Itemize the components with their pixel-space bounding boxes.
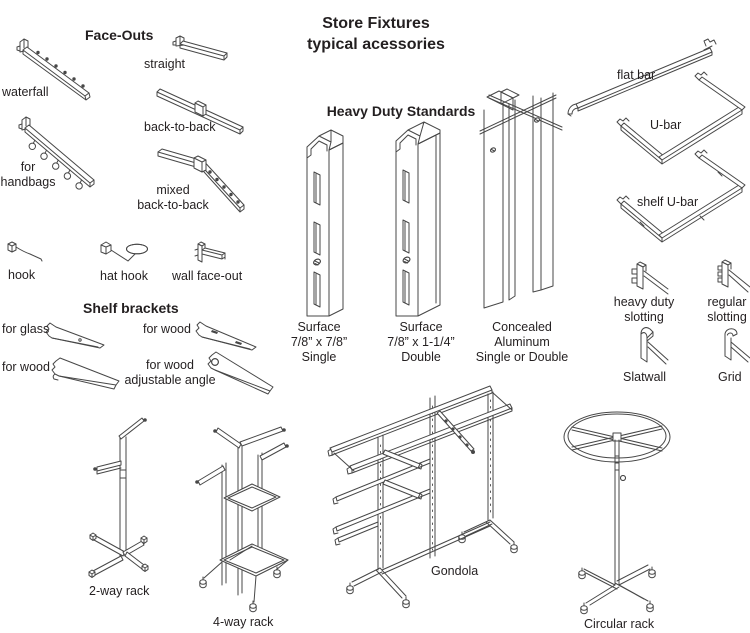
for-glass-bracket-drawing (45, 322, 105, 349)
four-way-rack-drawing (195, 426, 289, 613)
hat-hook-label: hat hook (100, 269, 148, 283)
page-title: Store Fixtures typical acessories (307, 15, 445, 53)
shelf-u-bar-drawing (616, 149, 746, 243)
for-wood-bottom-label: for wood (2, 360, 50, 374)
standard-surface-single-drawing (306, 129, 344, 317)
face-outs-heading: Face-Outs (85, 27, 154, 43)
grid-bracket-drawing (724, 328, 750, 363)
surface-single-label: Surface 7/8” x 7/8” Single (290, 320, 348, 364)
u-bar-drawing (616, 71, 746, 165)
flat-bar-label: flat bar (617, 68, 656, 82)
shelf-u-bar-label: shelf U-bar (637, 195, 699, 209)
standard-concealed-aluminum-drawing (479, 88, 563, 309)
for-glass-label: for glass (2, 322, 50, 336)
back-to-back-label: back-to-back (144, 120, 216, 134)
regular-slotting-label: regular slotting (707, 295, 747, 324)
waterfall-label: waterfall (2, 85, 49, 99)
for-wood-adjustable-label: for wood adjustable angle (124, 358, 216, 387)
hat-hook-drawing (100, 241, 148, 262)
concealed-aluminum-label: Concealed Aluminum Single or Double (475, 320, 569, 364)
for-wood-top-bracket-drawing (195, 321, 257, 351)
waterfall-faceout-drawing (16, 38, 91, 101)
for-handbags-faceout-drawing (18, 116, 95, 190)
for-handbags-label: for handbags (0, 160, 56, 189)
hook-drawing (7, 241, 43, 262)
circular-rack-label: Circular rack (584, 617, 655, 631)
two-way-rack-drawing (88, 417, 149, 578)
hook-label: hook (8, 268, 36, 282)
u-bar-label: U-bar (650, 118, 682, 132)
slatwall-bracket-drawing (640, 327, 669, 365)
heavy-duty-slotting-drawing (631, 261, 669, 295)
flat-bar-drawing (567, 38, 717, 117)
gondola-drawing (327, 385, 518, 609)
for-wood-adjustable-bracket-drawing (207, 351, 274, 395)
slatwall-label: Slatwall (623, 370, 667, 384)
four-way-rack-label: 4-way rack (213, 615, 274, 629)
grid-label: Grid (718, 370, 742, 384)
mixed-back-to-back-label: mixed back-to-back (137, 183, 209, 212)
for-wood-top-label: for wood (143, 322, 191, 336)
standard-surface-double-drawing (395, 121, 441, 317)
straight-label: straight (144, 57, 185, 71)
back-to-back-faceout-drawing (156, 88, 244, 135)
gondola-label: Gondola (431, 564, 479, 578)
wall-face-out-drawing (194, 241, 226, 263)
heavy-duty-slotting-label: heavy duty slotting (613, 295, 675, 324)
wall-face-out-label: wall face-out (172, 269, 243, 283)
circular-rack-drawing (563, 411, 671, 615)
surface-double-label: Surface 7/8” x 1-1/4” Double (387, 320, 455, 364)
straight-faceout-drawing (172, 35, 228, 61)
for-wood-bottom-bracket-drawing (51, 357, 120, 390)
shelf-brackets-heading: Shelf brackets (83, 300, 179, 316)
regular-slotting-drawing (717, 259, 750, 293)
two-way-rack-label: 2-way rack (89, 584, 150, 598)
heavy-duty-standards-heading: Heavy Duty Standards (326, 103, 476, 119)
mixed-back-to-back-faceout-drawing (157, 148, 245, 213)
